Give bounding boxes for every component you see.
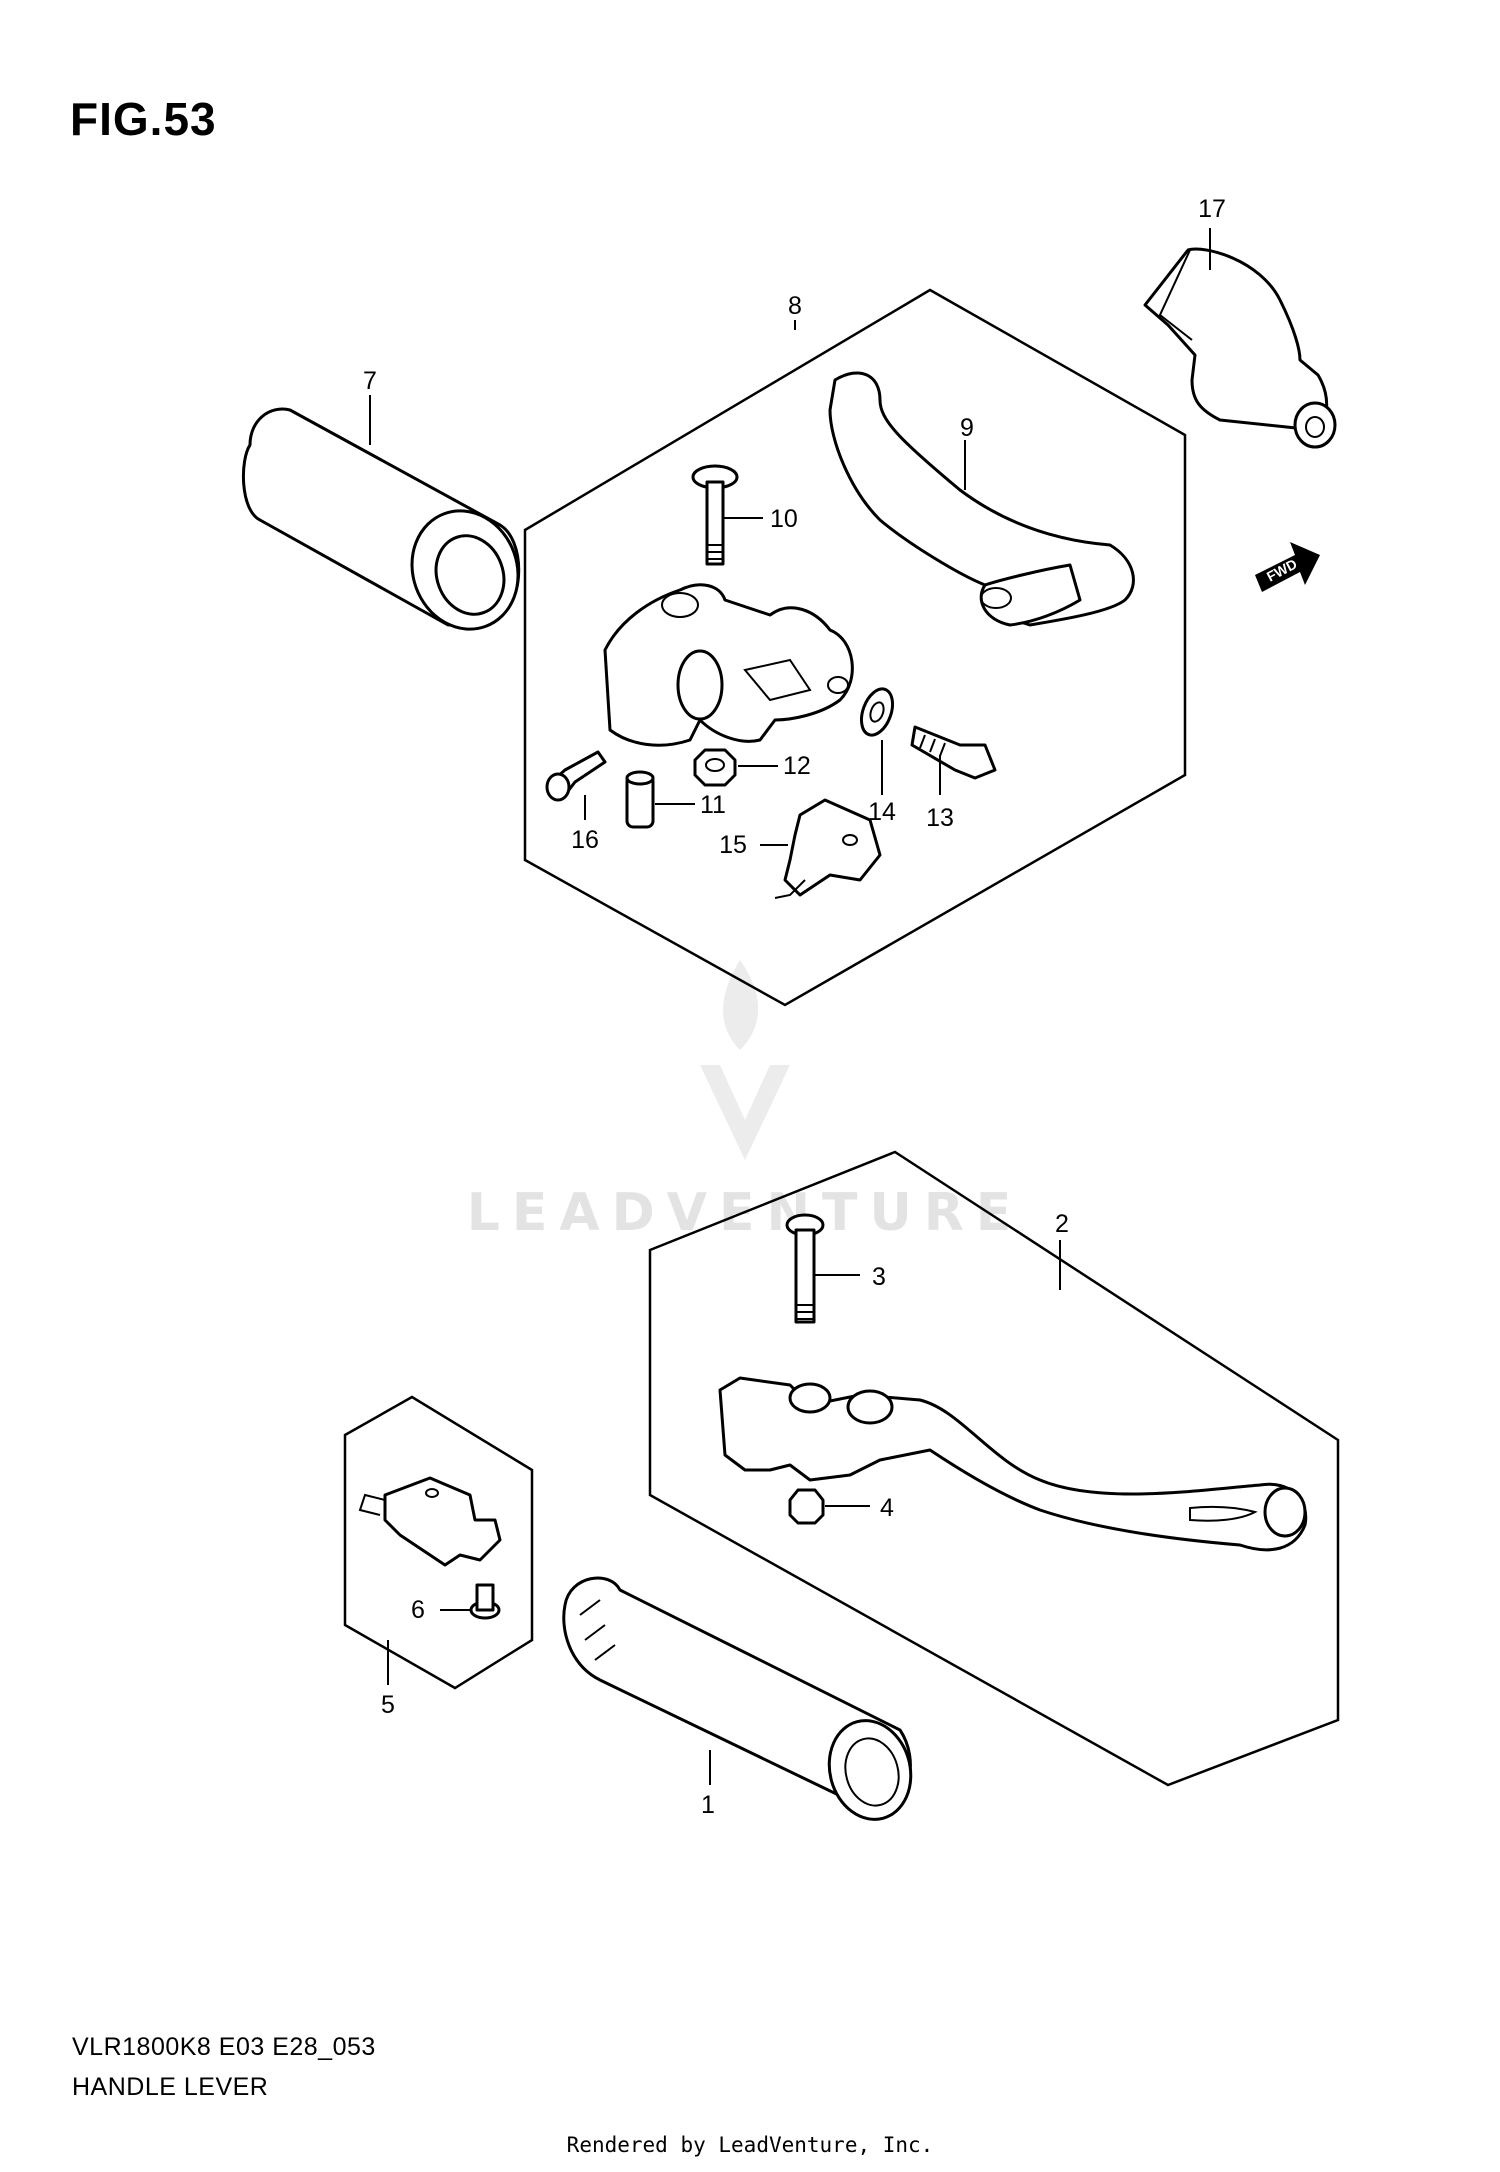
fwd-arrow-icon: FWD	[1255, 542, 1320, 592]
nut-12-part	[693, 748, 737, 787]
grip-1-part	[562, 1576, 913, 1821]
leader-lines	[369, 228, 1211, 1785]
locknut-14-part	[859, 687, 895, 737]
callout-3: 3	[872, 1263, 886, 1291]
watermark-logo: LEADVENTURE	[467, 960, 1024, 1243]
group-8-outline	[523, 288, 1187, 1007]
callout-14: 14	[868, 798, 896, 826]
collar-11-part	[625, 770, 655, 829]
nut-4-part	[788, 1488, 825, 1525]
group-5-outline	[343, 1395, 534, 1690]
callout-12: 12	[783, 752, 811, 780]
brake-lever-2-part	[718, 1376, 1308, 1552]
callout-17: 17	[1198, 195, 1226, 223]
lever-9-part	[828, 371, 1135, 627]
callout-13: 13	[926, 804, 954, 832]
callout-11: 11	[700, 791, 726, 819]
callout-6: 6	[411, 1596, 425, 1624]
callout-9: 9	[960, 414, 974, 442]
rendered-by-credit: Rendered by LeadVenture, Inc.	[566, 2133, 934, 2157]
callout-16: 16	[571, 826, 599, 854]
callout-4: 4	[880, 1494, 894, 1522]
screw-16-part	[545, 750, 607, 802]
callout-10: 10	[770, 505, 798, 533]
callout-5: 5	[381, 1691, 395, 1719]
holder-8-part	[603, 583, 854, 747]
group-2-outline	[648, 1150, 1340, 1787]
switch-15-part	[774, 798, 882, 899]
screw-6-part	[469, 1583, 501, 1620]
bolt-10-part	[691, 464, 739, 566]
watermark-text: LEADVENTURE	[467, 1183, 1024, 1243]
switch-5-part	[358, 1476, 502, 1567]
figure-name: HANDLE LEVER	[72, 2073, 269, 2101]
callout-1: 1	[701, 1791, 715, 1819]
model-code: VLR1800K8 E03 E28_053	[72, 2033, 376, 2061]
grip-7-part	[241, 407, 521, 631]
callout-2: 2	[1055, 1210, 1069, 1238]
figure-title: FIG.53	[70, 93, 217, 145]
callout-labels: 1 2 3 4 5 6 7 8 9 10 11 12 13 14 15 16 1…	[363, 195, 1226, 1819]
callout-7: 7	[363, 367, 377, 395]
bolt-3-part	[785, 1213, 825, 1324]
callout-15: 15	[719, 831, 747, 859]
callout-8: 8	[788, 292, 802, 320]
adjuster-13-part	[910, 725, 997, 780]
guard-17-part	[1143, 247, 1337, 449]
